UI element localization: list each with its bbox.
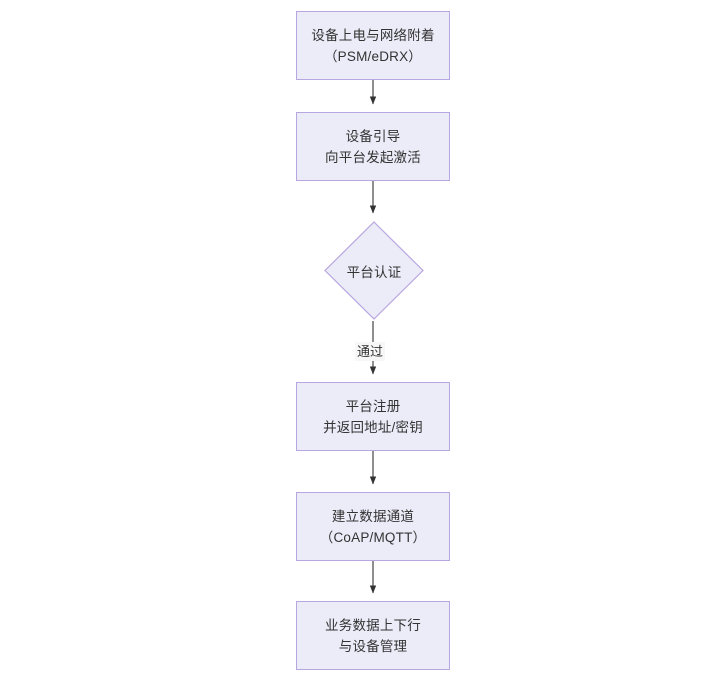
- node-power-on-line2: （PSM/eDRX）: [323, 48, 423, 64]
- node-platform-auth[interactable]: 平台认证: [324, 221, 424, 320]
- node-platform-register-line1: 平台注册: [345, 398, 401, 414]
- node-bootstrap[interactable]: 设备引导 向平台发起激活: [296, 112, 450, 181]
- node-platform-register-line2: 并返回地址/密钥: [323, 419, 423, 435]
- node-data-channel[interactable]: 建立数据通道 （CoAP/MQTT）: [296, 492, 450, 561]
- node-power-on[interactable]: 设备上电与网络附着 （PSM/eDRX）: [296, 11, 450, 80]
- node-platform-register[interactable]: 平台注册 并返回地址/密钥: [296, 382, 450, 451]
- node-data-channel-line1: 建立数据通道: [331, 508, 415, 524]
- node-power-on-line1: 设备上电与网络附着: [311, 27, 435, 43]
- edge-label-pass: 通过: [355, 342, 386, 361]
- node-business-data-line1: 业务数据上下行: [325, 617, 421, 633]
- node-bootstrap-line2: 向平台发起激活: [325, 149, 421, 165]
- diamond-shape: [324, 221, 424, 320]
- node-data-channel-line2: （CoAP/MQTT）: [319, 529, 427, 545]
- node-business-data-line2: 与设备管理: [338, 638, 408, 654]
- node-bootstrap-line1: 设备引导: [345, 128, 401, 144]
- node-platform-auth-label: 平台认证: [346, 264, 402, 280]
- node-business-data[interactable]: 业务数据上下行 与设备管理: [296, 601, 450, 670]
